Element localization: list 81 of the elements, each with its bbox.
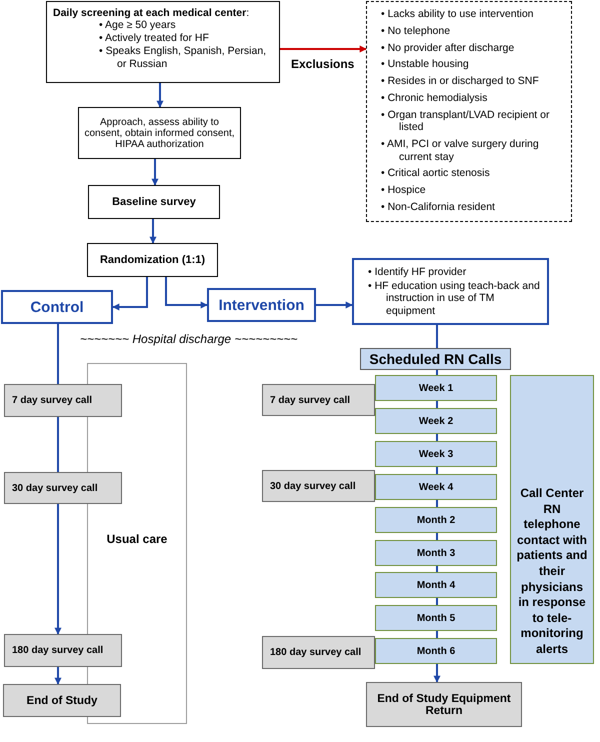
schedule-header-box xyxy=(360,348,511,370)
bullet-item: • Critical aortic stenosis xyxy=(381,167,491,180)
box-label: Control xyxy=(30,298,84,316)
bullet-item: • Actively treated for HF xyxy=(99,32,210,46)
bullet-item: • Hospice xyxy=(381,184,427,197)
arrow xyxy=(54,667,62,685)
box-label: Week 1 xyxy=(418,382,454,394)
process-box xyxy=(87,243,218,277)
box-label: Week 2 xyxy=(418,416,454,426)
edge-label: Exclusions xyxy=(289,57,356,71)
arrow xyxy=(280,46,367,52)
box-heading: Daily screening at each medical center: xyxy=(53,7,250,19)
intervention-box xyxy=(352,258,549,325)
call-box xyxy=(375,572,497,598)
exclusion-box xyxy=(366,1,572,222)
end-box xyxy=(3,684,121,717)
bullet-item: • Identify HF provider xyxy=(368,266,468,279)
box-label: End of Study Equipment Return xyxy=(376,692,512,716)
criteria-box xyxy=(46,1,280,83)
bullet-item: • Chronic hemodialysis xyxy=(381,92,488,104)
call-box xyxy=(375,540,497,566)
survey-call-box xyxy=(262,636,375,669)
survey-call-box xyxy=(262,470,375,502)
box-label: 30 day survey call xyxy=(270,480,356,492)
call-box xyxy=(375,638,497,664)
arrow xyxy=(150,219,156,244)
box-label: Month 3 xyxy=(416,548,456,558)
bullet-item: • Resides in or discharged to SNF xyxy=(381,75,540,88)
box-label: 180 day survey call xyxy=(12,645,104,656)
arrow xyxy=(156,83,164,108)
box-label: Month 6 xyxy=(416,646,456,656)
bullet-item: • No telephone xyxy=(381,24,452,38)
call-box xyxy=(375,507,497,533)
arrow xyxy=(54,504,62,635)
box-label: Usual care xyxy=(106,532,168,548)
bullet-item: • Organ transplant/LVAD recipient or listed xyxy=(381,108,550,134)
survey-call-box xyxy=(262,384,375,416)
arm-box xyxy=(207,288,316,322)
box-label: 7 day survey call xyxy=(270,394,350,406)
box-label: Month 4 xyxy=(416,580,456,590)
bullet-item: • Non-California resident xyxy=(381,201,496,214)
call-box xyxy=(375,375,497,401)
call-box xyxy=(375,408,497,434)
survey-call-box xyxy=(4,634,122,667)
box-label: Intervention xyxy=(218,296,304,314)
note-text: ~~~~~~~ Hospital discharge ~~~~~~~~~ xyxy=(80,332,298,346)
process-box xyxy=(88,185,220,219)
box-label: Approach, assess ability to consent, obtain informed consent, HIPAA authorization xyxy=(83,116,236,150)
box-label: End of Study xyxy=(26,694,98,706)
arm-box xyxy=(1,290,113,324)
survey-call-box xyxy=(4,472,122,504)
bullet-item: • No provider after discharge xyxy=(381,42,516,54)
box-label: Month 2 xyxy=(416,514,456,526)
bullet-item: • AMI, PCI or valve surgery during current stay xyxy=(381,138,540,164)
box-label: Week 4 xyxy=(418,482,454,492)
bullet-item: • Unstable housing xyxy=(381,58,470,71)
arrow xyxy=(316,302,353,308)
call-box xyxy=(375,474,497,500)
box-label: Call Center RN telephone contact with patients and their physicians in response to tele-monitoring alerts xyxy=(516,486,588,658)
call-box xyxy=(375,605,497,631)
process-box xyxy=(78,107,241,159)
survey-call-box xyxy=(4,384,122,417)
box-label: Randomization (1:1) xyxy=(100,254,206,266)
box-label: Baseline survey xyxy=(112,196,196,208)
bullet-item: • Lacks ability to use intervention xyxy=(381,8,535,21)
box-label: 180 day survey call xyxy=(270,647,362,658)
bullet-item: • Age ≥ 50 years xyxy=(99,19,177,32)
arrow xyxy=(165,277,208,308)
bullet-item: • Speaks English, Spanish, Persian, or Russian xyxy=(99,45,268,72)
box-label: Month 5 xyxy=(416,612,456,624)
box-label: Week 3 xyxy=(418,448,454,460)
arrow xyxy=(112,277,148,310)
box-label: Scheduled RN Calls xyxy=(369,351,502,367)
bullet-item: • HF education using teach-back and instruction in use of TM equipment xyxy=(368,280,541,318)
end-box xyxy=(366,682,522,727)
box-label: 7 day survey call xyxy=(12,395,92,406)
call-box xyxy=(375,441,497,467)
arrow xyxy=(152,159,158,186)
call-center-box xyxy=(510,375,594,664)
arrow xyxy=(434,664,440,683)
box-label: 30 day survey call xyxy=(12,482,98,494)
